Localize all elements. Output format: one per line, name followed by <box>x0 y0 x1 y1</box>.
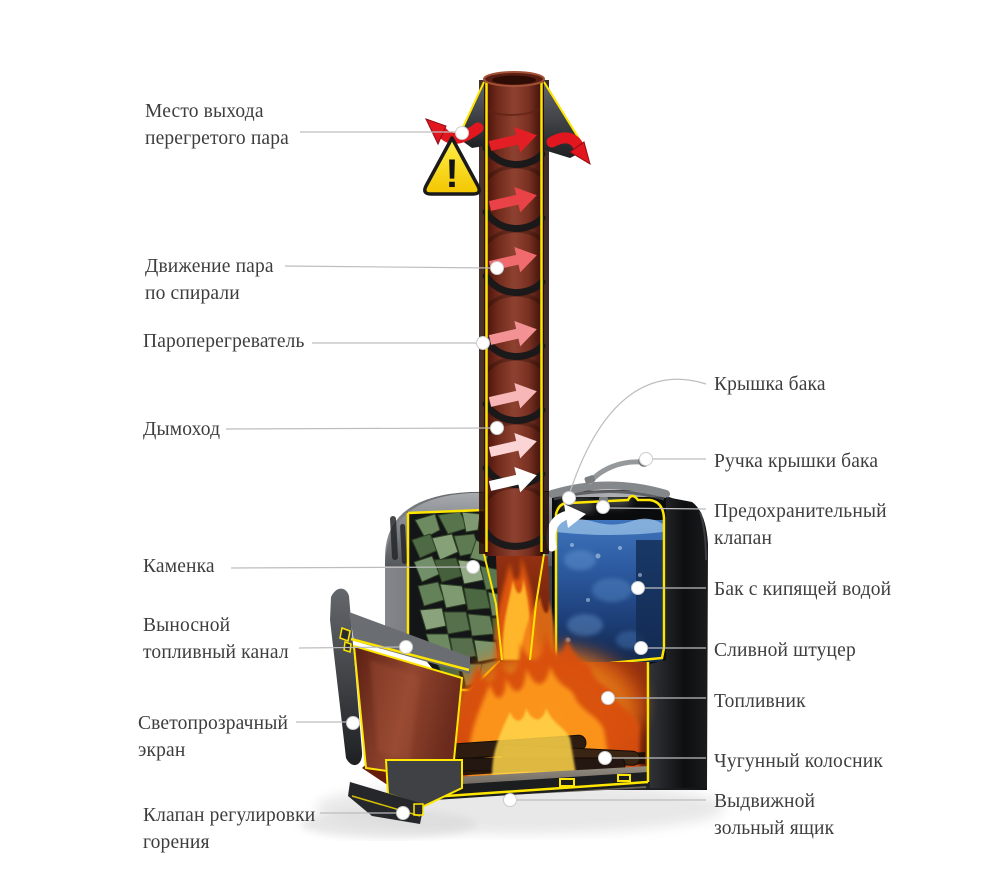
label-drain-union: Сливной штуцер <box>714 640 856 661</box>
warning-exclamation-glyph: ! <box>445 152 458 196</box>
label-combustion-valve: Клапан регулировки горения <box>143 805 316 853</box>
label-stones: Каменка <box>143 556 215 577</box>
label-chimney: Дымоход <box>143 419 221 440</box>
outer-right-wall <box>650 497 708 788</box>
label-glass-screen: Светопрозрачный экран <box>138 713 289 761</box>
label-grate: Чугунный колосник <box>714 751 883 772</box>
label-superheater: Пароперегреватель <box>143 331 305 352</box>
label-steam-exit: Место выхода перегретого пара <box>145 101 289 149</box>
front-flames <box>492 708 576 776</box>
warning-triangle-icon: ! <box>423 136 481 196</box>
firebox-opening <box>362 556 650 802</box>
label-steam-spiral: Движение пара по спирали <box>145 256 274 304</box>
leader-lines <box>225 131 707 814</box>
label-tank-lid: Крышка бака <box>714 374 826 395</box>
superheater-spiral <box>482 144 546 550</box>
glass-screen-panel <box>352 644 464 782</box>
callout-dots <box>346 126 653 820</box>
label-water-tank: Бак с кипящей водой <box>714 579 892 600</box>
label-ash-box: Выдвижной зольный ящик <box>714 791 835 839</box>
steam-swirl-arrow <box>546 504 586 552</box>
steam-exit-arrow-right <box>546 132 591 166</box>
label-firebox: Топливник <box>714 691 806 712</box>
chimney-tube <box>479 71 549 661</box>
label-lid-handle: Ручка крышки бака <box>714 451 879 472</box>
label-fuel-channel: Выносной топливный канал <box>143 615 289 663</box>
label-safety-valve: Предохранительный клапан <box>714 501 887 549</box>
